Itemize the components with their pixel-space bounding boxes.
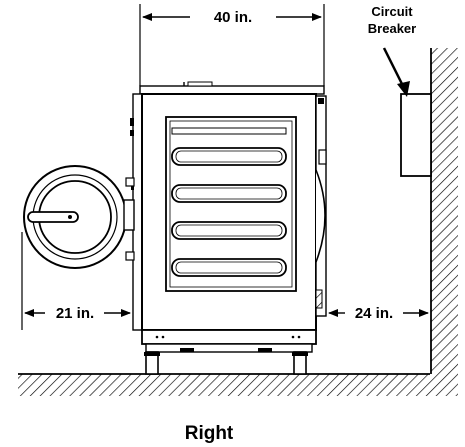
louver-4 bbox=[171, 258, 287, 277]
louvers bbox=[171, 127, 287, 277]
circuit-breaker-arrow bbox=[382, 47, 410, 97]
wall bbox=[430, 48, 458, 374]
door bbox=[23, 165, 135, 269]
circuit-breaker-label: Circuit Breaker bbox=[368, 4, 416, 36]
view-caption: Right bbox=[185, 423, 234, 444]
circuit-breaker-box bbox=[400, 93, 432, 177]
circuit-breaker-label-line2: Breaker bbox=[368, 21, 416, 36]
floor bbox=[18, 373, 458, 396]
machine bbox=[130, 81, 327, 331]
door-handle bbox=[27, 211, 79, 223]
rear-clearance-label: 24 in. bbox=[355, 305, 393, 322]
rear-clearance-dimension: 24 in. bbox=[328, 305, 429, 322]
louver-1 bbox=[171, 147, 287, 166]
louver-2 bbox=[171, 184, 287, 203]
louver-3 bbox=[171, 221, 287, 240]
machine-base bbox=[141, 329, 317, 375]
width-label: 40 in. bbox=[214, 9, 252, 26]
width-dimension: 40 in. bbox=[139, 4, 325, 86]
front-clearance-label: 21 in. bbox=[56, 305, 94, 322]
circuit-breaker-label-line1: Circuit bbox=[371, 4, 413, 19]
front-clearance-dimension: 21 in. bbox=[21, 232, 131, 330]
